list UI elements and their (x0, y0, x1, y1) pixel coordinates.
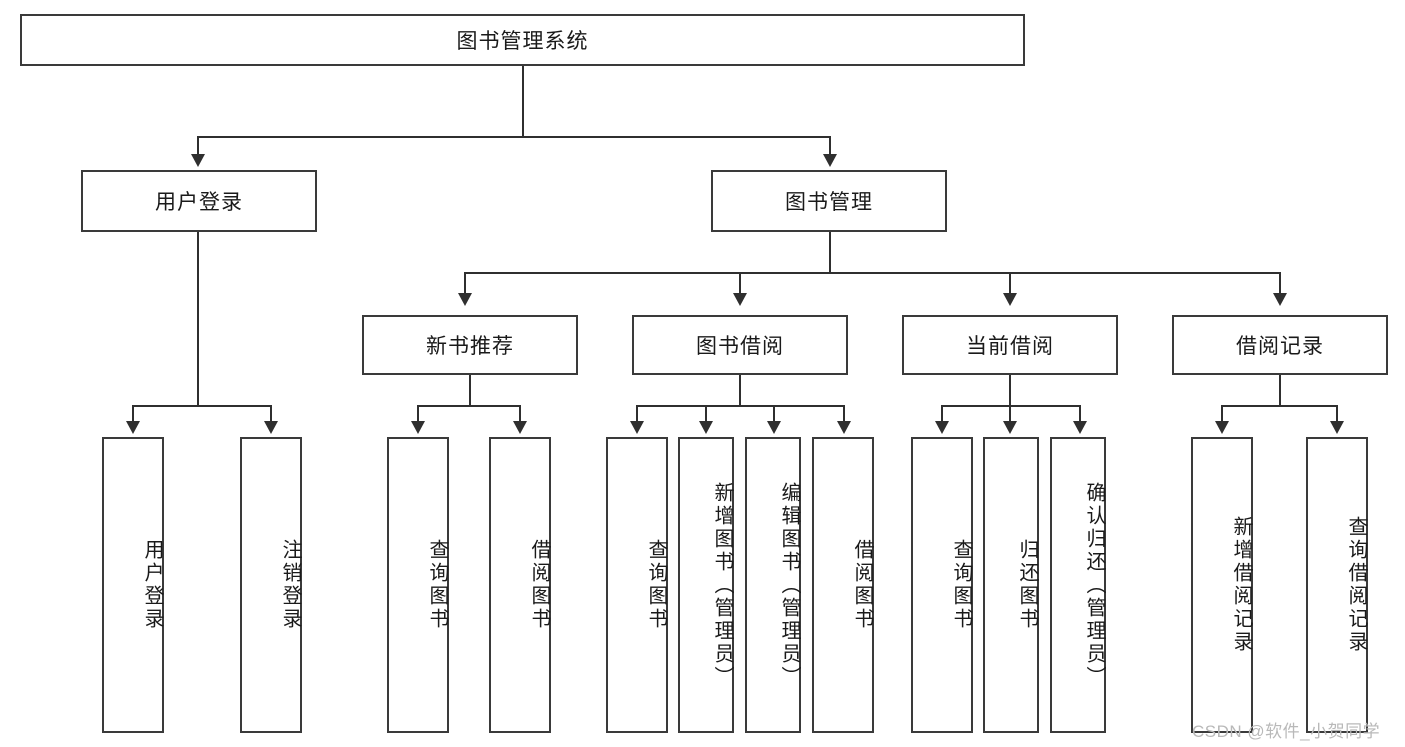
connector-new-book-bus (417, 405, 521, 407)
connector-drop-query-record (1336, 405, 1338, 423)
node-leaf-borrow-book-1-label: 借阅图书 (528, 539, 550, 631)
arrow-book-manage (823, 154, 837, 167)
arrow-return-book (1003, 421, 1017, 434)
connector-drop-add-book (705, 405, 707, 423)
node-book-manage[interactable]: 图书管理 (711, 170, 947, 232)
node-user-login-label: 用户登录 (155, 191, 243, 214)
connector-drop-query-book-2 (636, 405, 638, 423)
connector-drop-book-manage (829, 136, 831, 156)
arrow-borrow-record (1273, 293, 1287, 306)
arrow-query-book-2 (630, 421, 644, 434)
connector-drop-leaf-user-login (132, 405, 134, 423)
connector-drop-add-record (1221, 405, 1223, 423)
connector-drop-query-book-1 (417, 405, 419, 423)
node-borrow-record[interactable]: 借阅记录 (1172, 315, 1388, 375)
node-leaf-user-login-label: 用户登录 (141, 539, 163, 631)
connector-drop-borrow-book-1 (519, 405, 521, 423)
arrow-leaf-user-login (126, 421, 140, 434)
node-leaf-query-book-1-label: 查询图书 (426, 539, 448, 631)
arrow-edit-book (767, 421, 781, 434)
connector-user-login-bus (132, 405, 270, 407)
node-borrow-record-label: 借阅记录 (1236, 335, 1324, 358)
node-leaf-add-book-label: 新增图书（管理员） (711, 481, 733, 689)
arrow-leaf-user-logout (264, 421, 278, 434)
connector-borrow-record-stem (1279, 375, 1281, 406)
connector-current-borrow-stem (1009, 375, 1011, 406)
node-leaf-query-record-label: 查询借阅记录 (1345, 516, 1367, 654)
node-leaf-borrow-book-1[interactable]: 借阅图书 (489, 437, 551, 733)
node-leaf-confirm-return[interactable]: 确认归还（管理员） (1050, 437, 1106, 733)
connector-level1-bus (197, 136, 831, 138)
connector-drop-user-login (197, 136, 199, 156)
connector-book-manage-stem (829, 232, 831, 273)
node-leaf-borrow-book-2-label: 借阅图书 (851, 539, 873, 631)
node-book-manage-label: 图书管理 (785, 191, 873, 214)
node-leaf-edit-book-label: 编辑图书（管理员） (778, 481, 800, 689)
node-current-borrow[interactable]: 当前借阅 (902, 315, 1118, 375)
node-current-borrow-label: 当前借阅 (966, 335, 1054, 358)
arrow-borrow-book-1 (513, 421, 527, 434)
node-leaf-add-record[interactable]: 新增借阅记录 (1191, 437, 1253, 733)
arrow-confirm-return (1073, 421, 1087, 434)
connector-drop-borrow-book-2 (843, 405, 845, 423)
node-book-borrow[interactable]: 图书借阅 (632, 315, 848, 375)
node-leaf-add-book[interactable]: 新增图书（管理员） (678, 437, 734, 733)
connector-drop-current-borrow (1009, 272, 1011, 295)
connector-drop-return-book (1009, 405, 1011, 423)
arrow-add-book (699, 421, 713, 434)
connector-new-book-stem (469, 375, 471, 406)
connector-drop-borrow-record (1279, 272, 1281, 295)
connector-drop-confirm-return (1079, 405, 1081, 423)
connector-drop-edit-book (773, 405, 775, 423)
connector-level2-bus (464, 272, 1281, 274)
node-user-login[interactable]: 用户登录 (81, 170, 317, 232)
node-new-book-recommend[interactable]: 新书推荐 (362, 315, 578, 375)
node-leaf-return-book[interactable]: 归还图书 (983, 437, 1039, 733)
watermark-csdn: CSDN @软件_小贺同学 (1192, 722, 1381, 741)
connector-borrow-record-bus (1221, 405, 1338, 407)
node-new-book-recommend-label: 新书推荐 (426, 335, 514, 358)
node-leaf-query-book-2-label: 查询图书 (645, 539, 667, 631)
node-leaf-query-book-1[interactable]: 查询图书 (387, 437, 449, 733)
arrow-add-record (1215, 421, 1229, 434)
arrow-query-record (1330, 421, 1344, 434)
connector-drop-query-book-3 (941, 405, 943, 423)
node-leaf-confirm-return-label: 确认归还（管理员） (1083, 481, 1105, 689)
connector-book-borrow-bus (636, 405, 845, 407)
connector-drop-leaf-user-logout (270, 405, 272, 423)
arrow-query-book-1 (411, 421, 425, 434)
node-book-borrow-label: 图书借阅 (696, 335, 784, 358)
connector-current-borrow-bus (941, 405, 1081, 407)
connector-root-stem (522, 66, 524, 137)
connector-drop-book-borrow (739, 272, 741, 295)
node-leaf-return-book-label: 归还图书 (1016, 539, 1038, 631)
node-leaf-user-logout[interactable]: 注销登录 (240, 437, 302, 733)
node-leaf-query-book-3[interactable]: 查询图书 (911, 437, 973, 733)
node-root[interactable]: 图书管理系统 (20, 14, 1025, 66)
node-leaf-user-login[interactable]: 用户登录 (102, 437, 164, 733)
arrow-current-borrow (1003, 293, 1017, 306)
connector-user-login-stem (197, 232, 199, 406)
connector-book-borrow-stem (739, 375, 741, 406)
node-leaf-user-logout-label: 注销登录 (279, 539, 301, 631)
node-leaf-query-book-2[interactable]: 查询图书 (606, 437, 668, 733)
node-leaf-query-record[interactable]: 查询借阅记录 (1306, 437, 1368, 733)
arrow-borrow-book-2 (837, 421, 851, 434)
node-leaf-edit-book[interactable]: 编辑图书（管理员） (745, 437, 801, 733)
connector-drop-new-book (464, 272, 466, 295)
arrow-new-book-recommend (458, 293, 472, 306)
node-root-label: 图书管理系统 (456, 30, 589, 53)
node-leaf-query-book-3-label: 查询图书 (950, 539, 972, 631)
arrow-query-book-3 (935, 421, 949, 434)
node-leaf-borrow-book-2[interactable]: 借阅图书 (812, 437, 874, 733)
arrow-user-login (191, 154, 205, 167)
arrow-book-borrow (733, 293, 747, 306)
node-leaf-add-record-label: 新增借阅记录 (1230, 516, 1252, 654)
